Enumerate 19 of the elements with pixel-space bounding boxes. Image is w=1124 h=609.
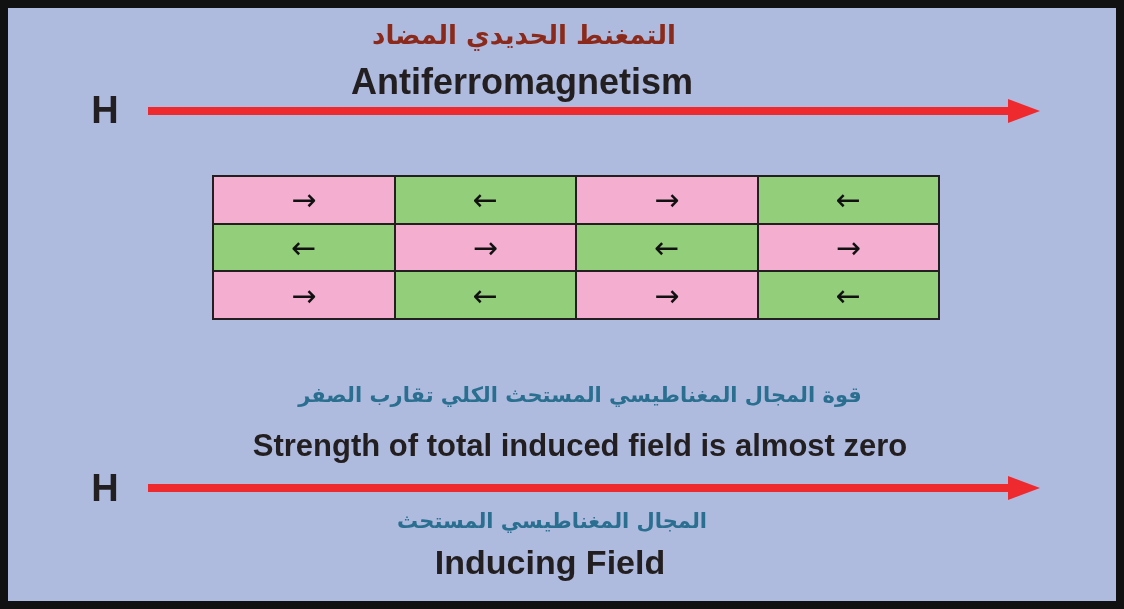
grid-cell: ← <box>393 175 577 225</box>
subtitle-text: Antiferromagnetism <box>350 64 694 100</box>
caption-text: قوة المجال المغناطيسي المستحث الكلي تقارب الصفر <box>298 384 862 406</box>
grid-cell: ← <box>756 175 940 225</box>
grid-cell: → <box>756 222 940 273</box>
field-symbol: H <box>91 91 119 129</box>
grid-cell: → <box>212 175 396 225</box>
grid-cell: → <box>212 270 396 321</box>
grid-cell: ← <box>393 270 577 321</box>
field-symbol: H <box>91 469 119 507</box>
grid-cell: ← <box>575 222 759 273</box>
caption-text: Inducing Field <box>434 545 666 579</box>
caption-text: المجال المغناطيسي المستحث <box>397 510 707 532</box>
caption-text: Strength of total induced field is almost zero <box>252 429 908 461</box>
grid-cell: → <box>575 175 759 225</box>
grid-cell: ← <box>212 222 396 273</box>
grid-cell: → <box>393 222 577 273</box>
grid-cell: → <box>575 270 759 321</box>
grid-cell: ← <box>756 270 940 321</box>
